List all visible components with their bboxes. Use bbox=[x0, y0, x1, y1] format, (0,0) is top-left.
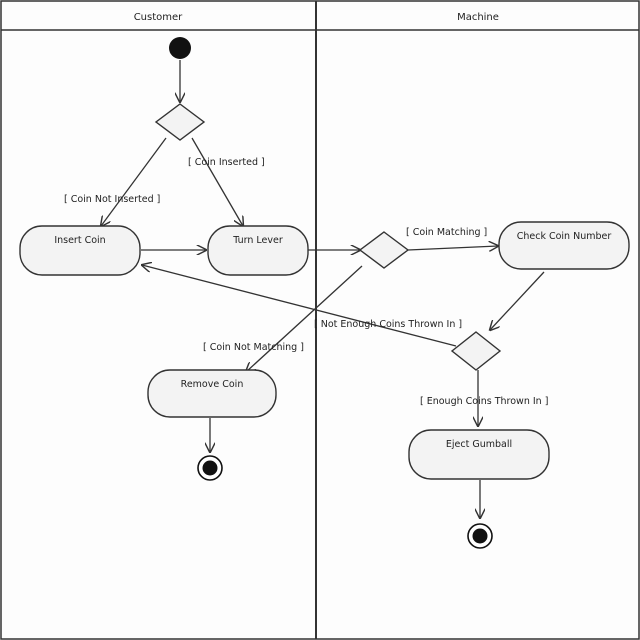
lane-title-machine: Machine bbox=[457, 12, 499, 23]
edge-check-to-decision bbox=[490, 271, 545, 330]
edge-coin-not-inserted bbox=[101, 137, 167, 226]
action-remove-coin: Remove Coin bbox=[147, 369, 277, 418]
edge-coin-inserted bbox=[191, 137, 243, 226]
decision-nodes bbox=[154, 103, 502, 371]
edges bbox=[101, 60, 545, 518]
action-check-coin-number-label: Check Coin Number bbox=[517, 231, 612, 242]
final-node-customer bbox=[197, 455, 223, 481]
lane-title-customer: Customer bbox=[134, 12, 183, 23]
guard-coin-inserted: [ Coin Inserted ] bbox=[188, 157, 265, 168]
action-eject-gumball-label: Eject Gumball bbox=[446, 439, 512, 450]
action-remove-coin-label: Remove Coin bbox=[181, 379, 244, 390]
action-insert-coin-label: Insert Coin bbox=[54, 235, 105, 246]
action-nodes: Insert Coin Turn Lever Check Coin Number… bbox=[19, 221, 630, 480]
action-eject-gumball: Eject Gumball bbox=[408, 429, 550, 480]
guard-enough-coins: [ Enough Coins Thrown In ] bbox=[420, 396, 548, 407]
guard-not-enough-coins: [ Not Enough Coins Thrown In ] bbox=[314, 319, 462, 330]
action-check-coin-number: Check Coin Number bbox=[498, 221, 630, 270]
guard-coin-not-matching: [ Coin Not Matching ] bbox=[203, 342, 304, 353]
guard-coin-not-inserted: [ Coin Not Inserted ] bbox=[64, 194, 160, 205]
final-node-machine bbox=[467, 523, 493, 549]
control-nodes bbox=[169, 37, 493, 549]
edge-coin-matching bbox=[407, 246, 498, 250]
action-insert-coin: Insert Coin bbox=[19, 225, 141, 276]
decision-enough-coins bbox=[450, 331, 502, 371]
decision-coin-matching bbox=[358, 231, 410, 269]
guard-coin-matching: [ Coin Matching ] bbox=[406, 227, 487, 238]
edge-not-enough-coins bbox=[142, 265, 457, 347]
action-turn-lever: Turn Lever bbox=[207, 225, 309, 276]
initial-node bbox=[169, 37, 191, 59]
decision-coin-inserted bbox=[154, 103, 206, 141]
edge-coin-not-matching bbox=[246, 265, 363, 372]
action-turn-lever-label: Turn Lever bbox=[232, 235, 283, 246]
guard-labels: [ Coin Inserted ] [ Coin Not Inserted ] … bbox=[64, 157, 548, 407]
